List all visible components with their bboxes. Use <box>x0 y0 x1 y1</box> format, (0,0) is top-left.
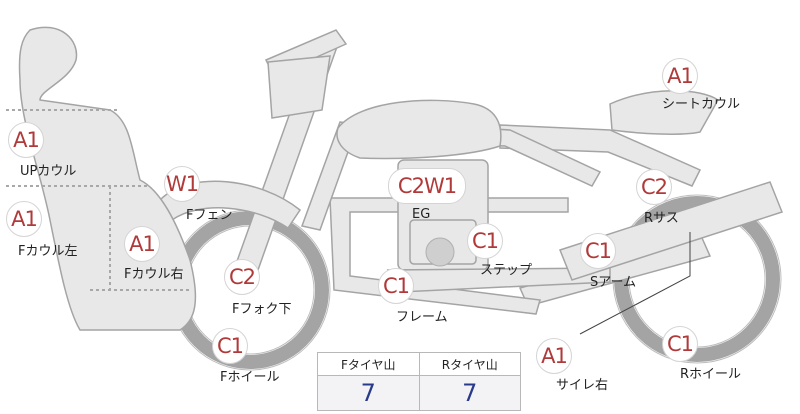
r-wheel-label: Rホイール <box>680 367 742 382</box>
seat-cowl-grade-badge: A1 <box>662 58 698 94</box>
front-tread-header: Fタイヤ山 <box>317 352 420 376</box>
swingarm-grade-badge: C1 <box>580 233 616 269</box>
f-cowl-left-grade-badge: A1 <box>6 201 42 237</box>
muffler-shape <box>559 181 783 281</box>
up-cowl-label: UPカウル <box>20 164 77 179</box>
r-wheel-grade-badge: C1 <box>662 326 698 362</box>
tire-tread-table: Fタイヤ山 Rタイヤ山 7 7 <box>317 352 521 411</box>
front-tread-value: 7 <box>317 375 420 411</box>
up-cowl-grade-badge: A1 <box>8 122 44 158</box>
engine-case-circle <box>425 237 455 267</box>
rear-tread-header: Rタイヤ山 <box>418 352 521 376</box>
tire-tread-value-row: 7 7 <box>317 375 521 411</box>
headlight-shape <box>267 55 331 119</box>
f-cowl-left-label: Fカウル左 <box>18 244 78 259</box>
fuel-tank-shape <box>336 99 502 160</box>
f-wheel-grade-badge: C1 <box>212 328 248 364</box>
f-fork-lower-grade-badge: C2 <box>224 259 260 295</box>
muffler-right-grade-badge: A1 <box>536 338 572 374</box>
f-cowl-right-label: Fカウル右 <box>124 267 184 282</box>
f-fender-label: Fフェン <box>186 208 233 223</box>
seat-cowl-label: シートカウル <box>662 97 741 112</box>
tire-tread-header-row: Fタイヤ山 Rタイヤ山 <box>317 352 521 376</box>
f-cowl-right-grade-badge: A1 <box>124 226 160 262</box>
muffler-leader-line <box>579 232 691 335</box>
rear-tread-value: 7 <box>418 375 521 411</box>
step-label: ステップ <box>480 263 533 278</box>
engine-label: EG <box>412 207 431 222</box>
engine-grade-badge: C2W1 <box>388 168 466 204</box>
swingarm-label: Sアーム <box>590 275 637 290</box>
seat-cowl-shape <box>609 90 719 135</box>
step-grade-badge: C1 <box>467 223 503 259</box>
r-suspension-grade-badge: C2 <box>636 169 672 205</box>
f-wheel-label: Fホイール <box>220 370 280 385</box>
f-fender-grade-badge: W1 <box>164 166 200 202</box>
rear-frame-shape <box>499 124 702 187</box>
muffler-right-label: サイレ右 <box>556 378 609 393</box>
frame-grade-badge: C1 <box>378 268 414 304</box>
frame-label: フレーム <box>396 310 448 325</box>
r-suspension-label: Rサス <box>644 211 679 226</box>
f-fork-lower-label: Fフォク下 <box>232 302 292 317</box>
